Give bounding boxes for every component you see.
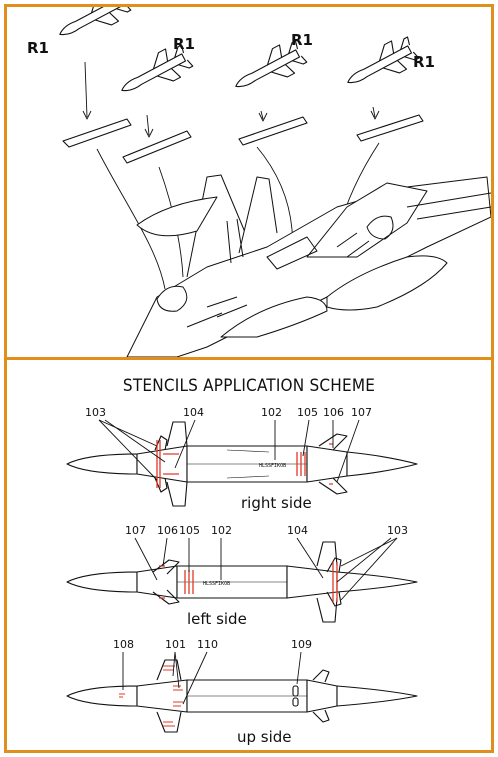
callout-105-right: 105 [297,406,318,419]
callout-110-up: 110 [197,638,218,651]
callout-leaders [98,419,398,705]
missile-to-rail-arrows [82,61,380,138]
callout-102-right: 102 [261,406,282,419]
missile-left-view: HLSSFIKOB [66,541,418,623]
callout-108-up: 108 [113,638,134,651]
callout-106-right: 106 [323,406,344,419]
label-left-side: left side [187,610,247,628]
stencils-title: STENCILS APPLICATION SCHEME [122,376,376,396]
callout-104-right: 104 [183,406,204,419]
stencils-right-view [156,440,333,488]
missile-label-3: R1 [291,31,313,49]
callout-103-right: 103 [85,406,106,419]
missile-2 [121,44,194,92]
missile-3 [235,40,308,88]
missile-installation-panel: R1 R1 R1 R1 [4,4,494,360]
callout-102-left: 102 [211,524,232,537]
callout-101-up: 101 [165,638,186,651]
label-up-side: up side [237,728,292,746]
aircraft-installation-drawing [59,7,491,357]
missile-4 [347,36,420,84]
stencils-up-view [119,665,183,727]
missile-label-4: R1 [413,53,435,71]
missile-label-2: R1 [173,35,195,53]
missile-1 [59,7,132,36]
stencils-drawing: HLSSFIKOB [66,419,418,733]
aircraft [126,174,491,357]
callout-103-left: 103 [387,524,408,537]
missile-label-1: R1 [27,39,49,57]
callout-107-left: 107 [125,524,146,537]
svg-text:HLSSFIKOB: HLSSFIKOB [259,463,286,469]
label-right-side: right side [241,494,312,512]
callout-106-left: 106 [157,524,178,537]
callout-105-left: 105 [179,524,200,537]
stencils-panel: STENCILS APPLICATION SCHEME [4,357,494,753]
missile-right-view: HLSSFIKOB [66,421,418,507]
callout-109-up: 109 [291,638,312,651]
svg-text:HLSSFIKOB: HLSSFIKOB [203,581,230,587]
callout-104-left: 104 [287,524,308,537]
launch-rails [62,114,424,164]
callout-107-right: 107 [351,406,372,419]
missile-up-view [66,659,418,733]
